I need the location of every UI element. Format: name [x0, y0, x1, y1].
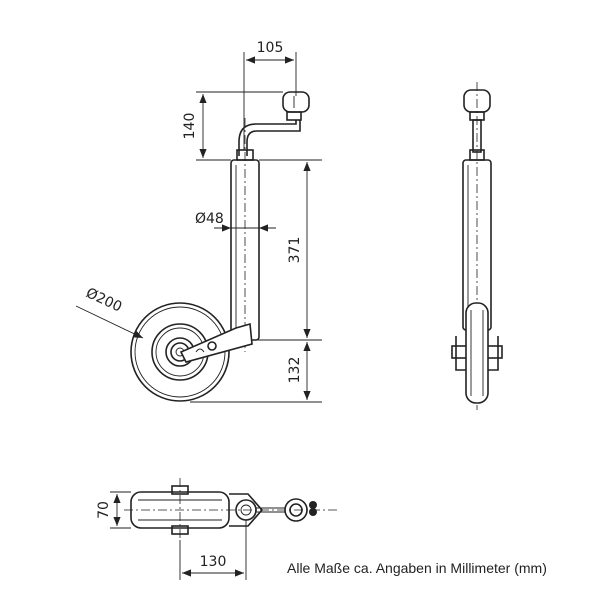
- main-tube: [230, 118, 260, 352]
- top-view: [124, 478, 340, 540]
- dim-tube-length-label: 371: [287, 237, 303, 264]
- dim-bottom-length-label: 130: [200, 554, 227, 570]
- dim-tube-diameter-label: Ø48: [195, 211, 224, 227]
- front-view: [451, 82, 503, 410]
- side-view-dimensions: 105 140 Ø48 371 132 Ø200: [75, 40, 322, 403]
- dim-axle-height-label: 132: [287, 357, 303, 384]
- dim-crank-height-label: 140: [182, 113, 198, 140]
- dim-wheel-width-label: 70: [96, 501, 112, 519]
- dim-crank-offset-label: 105: [257, 40, 284, 56]
- measurement-note: Alle Maße ca. Angaben in Millimeter (mm): [287, 560, 547, 576]
- top-view-dimensions: 70 130: [96, 491, 247, 580]
- side-view: [130, 91, 310, 402]
- crank-handle: [238, 91, 310, 156]
- dim-wheel-diameter-label: Ø200: [83, 285, 124, 315]
- wheel-fork: [179, 322, 253, 363]
- front-wheel: [451, 302, 503, 404]
